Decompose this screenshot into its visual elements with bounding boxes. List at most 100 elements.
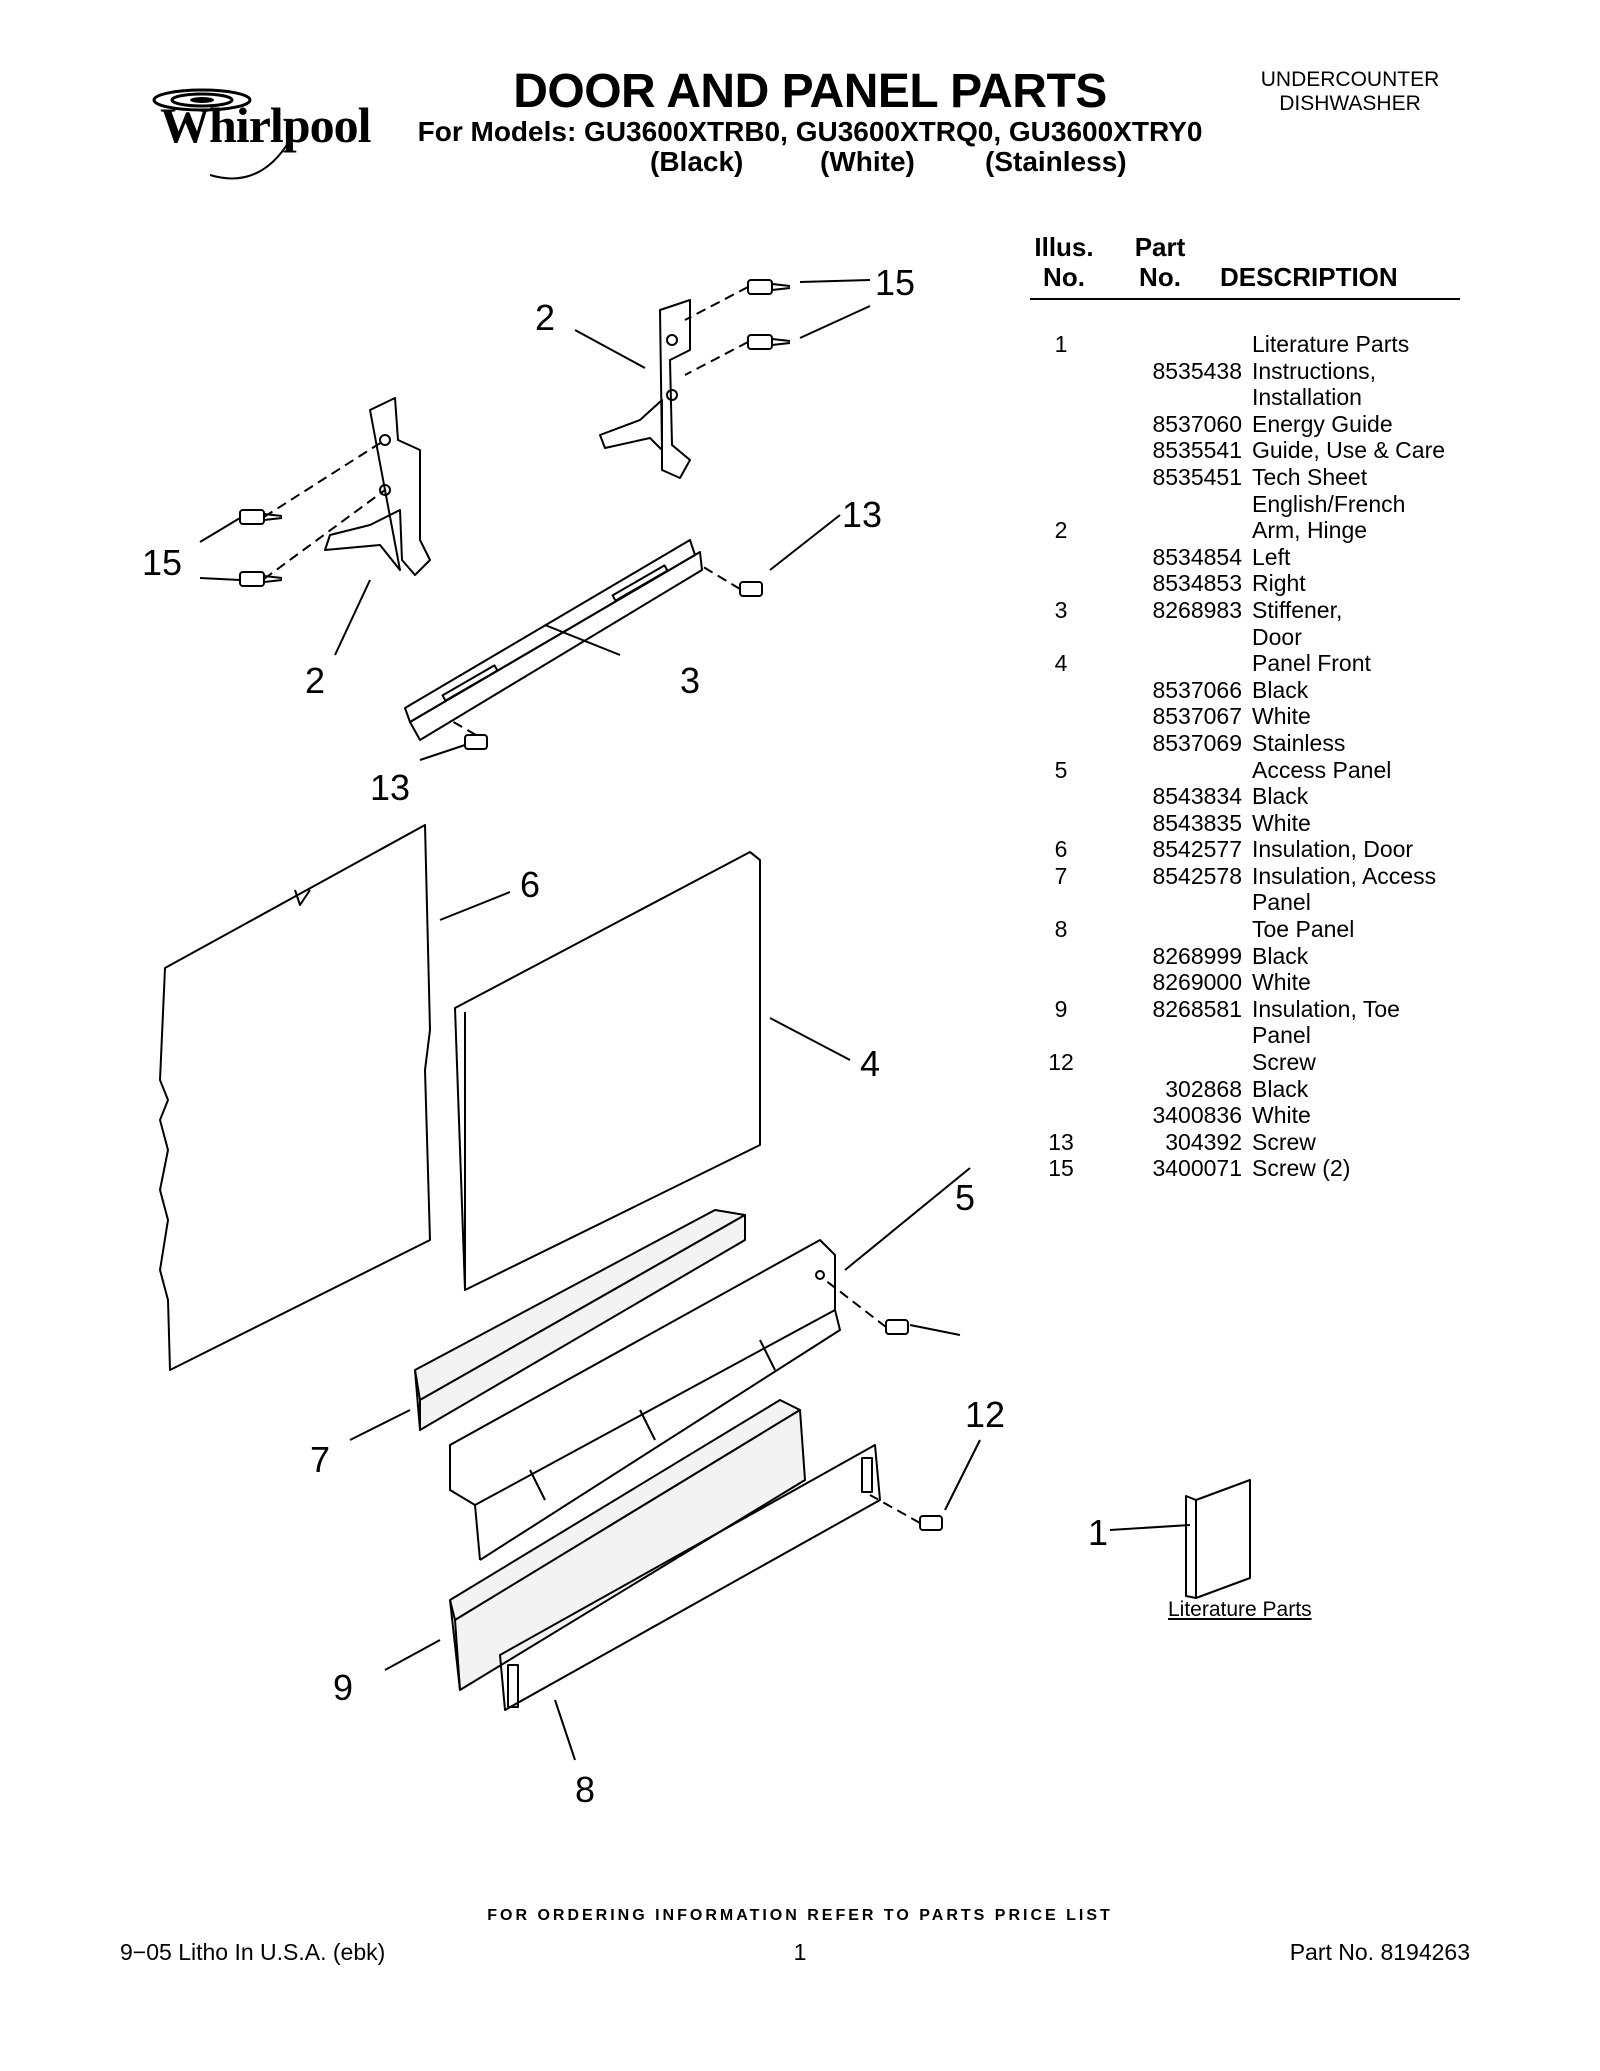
illus-no-cell: 13 [1048, 1128, 1074, 1155]
table-row: English/French [1030, 491, 1460, 518]
description-cell: Black [1252, 942, 1309, 969]
callout-12: 12 [965, 1394, 1005, 1435]
part-no-cell: 8268983 [1152, 596, 1242, 623]
callout-8: 8 [575, 1769, 595, 1810]
part-no-cell: 8537067 [1152, 703, 1242, 730]
description-cell: White [1252, 969, 1311, 996]
table-row: Panel [1030, 889, 1460, 916]
brand-logo-text: Whirlpool [160, 97, 371, 153]
category-line-2: DISHWASHER [1279, 92, 1421, 115]
description-cell: Access Panel [1252, 756, 1392, 783]
description-cell: Instructions, [1252, 357, 1376, 384]
leader-arrows [199, 279, 1191, 1761]
part-no-cell: 8535438 [1152, 357, 1242, 384]
description-cell: Right [1252, 570, 1306, 597]
table-row: 8534854 Left [1030, 544, 1460, 571]
part-no-cell: 8535541 [1152, 437, 1242, 464]
callout-5: 5 [955, 1177, 975, 1218]
description-cell: English/French [1252, 490, 1406, 517]
category-line-1: UNDERCOUNTER [1260, 68, 1440, 91]
callout-13-left: 13 [370, 767, 410, 808]
part-no-cell: 8534853 [1152, 570, 1242, 597]
page-title: DOOR AND PANEL PARTS [513, 65, 1107, 118]
table-row: Panel [1030, 1022, 1460, 1049]
table-row: 5 Access Panel [1030, 757, 1460, 784]
description-cell: Black [1252, 1075, 1309, 1102]
illus-no-cell: 2 [1054, 517, 1068, 544]
table-row: 1 Literature Parts [1030, 331, 1460, 358]
illus-no-cell: 12 [1048, 1049, 1074, 1076]
table-row: 2 Arm, Hinge [1030, 517, 1460, 544]
description-cell: Screw (2) [1252, 1155, 1351, 1182]
literature-parts-label: Literature Parts [1168, 1598, 1312, 1621]
description-cell: Screw [1252, 1049, 1316, 1076]
callout-15-top: 15 [875, 262, 915, 303]
parts-table-header: Illus. No. Part No. DESCRIPTION [1030, 232, 1460, 300]
description-cell: Literature Parts [1252, 331, 1410, 357]
color-label-black: (Black) [650, 146, 744, 177]
alignment-lines [263, 286, 921, 1524]
description-cell: Panel [1252, 1022, 1311, 1049]
part-no-cell: 8543835 [1152, 809, 1242, 836]
part-no-cell: 8535451 [1152, 463, 1242, 490]
callout-13-right: 13 [842, 494, 882, 535]
description-cell: Left [1252, 543, 1291, 570]
description-cell: White [1252, 809, 1311, 836]
illus-no-cell: 1 [1054, 331, 1068, 357]
part-no-cell: 8543834 [1152, 783, 1242, 810]
color-label-white: (White) [820, 146, 915, 177]
part-no-cell: 8537069 [1152, 729, 1242, 756]
model-list: For Models: GU3600XTRB0, GU3600XTRQ0, GU… [417, 116, 1203, 147]
panel-front [454, 851, 761, 1291]
product-category: UNDERCOUNTER DISHWASHER [1230, 68, 1470, 116]
callout-15-left: 15 [142, 542, 182, 583]
description-cell: White [1252, 1102, 1311, 1129]
description-cell: White [1252, 703, 1311, 730]
part-no-cell: 304392 [1165, 1128, 1242, 1155]
description-cell: Installation [1252, 384, 1362, 411]
document-part-number: Part No. 8194263 [1289, 1939, 1470, 1965]
table-row: 8534853 Right [1030, 570, 1460, 597]
table-row: 12 Screw [1030, 1049, 1460, 1076]
screw-13-left [464, 734, 488, 750]
exploded-parts-diagram: 15 2 15 2 13 3 13 6 4 5 12 7 1 9 8 [142, 262, 1251, 1810]
description-cell: Panel [1252, 889, 1311, 916]
description-cell: Insulation, Door [1252, 836, 1414, 863]
part-no-cell: 3400071 [1152, 1155, 1242, 1182]
part-no-cell: 8542577 [1152, 836, 1242, 863]
illus-no-cell: 3 [1054, 596, 1068, 623]
description-cell: Stainless [1252, 729, 1346, 756]
description-cell: Stiffener, [1252, 596, 1343, 623]
toe-panel [499, 1444, 881, 1711]
illus-no-cell: 5 [1054, 756, 1068, 783]
screw-12-lower [919, 1515, 943, 1531]
table-row: 8543835 White [1030, 810, 1460, 837]
screw-15-left-a [239, 509, 283, 525]
door-insulation [159, 824, 431, 1371]
callout-3: 3 [680, 660, 700, 701]
header-part-no: Part No. [1134, 232, 1186, 292]
part-no-cell: 8537066 [1152, 676, 1242, 703]
access-panel-insulation [414, 1209, 746, 1431]
literature-booklet [1185, 1479, 1251, 1599]
table-row: 8537069 Stainless [1030, 730, 1460, 757]
part-no-cell: 8534854 [1152, 543, 1242, 570]
description-cell: Arm, Hinge [1252, 517, 1368, 544]
table-row: Door [1030, 624, 1460, 651]
screw-15-left-b [239, 571, 283, 587]
part-no-cell: 302868 [1165, 1075, 1242, 1102]
screw-15-top-a [747, 279, 791, 295]
